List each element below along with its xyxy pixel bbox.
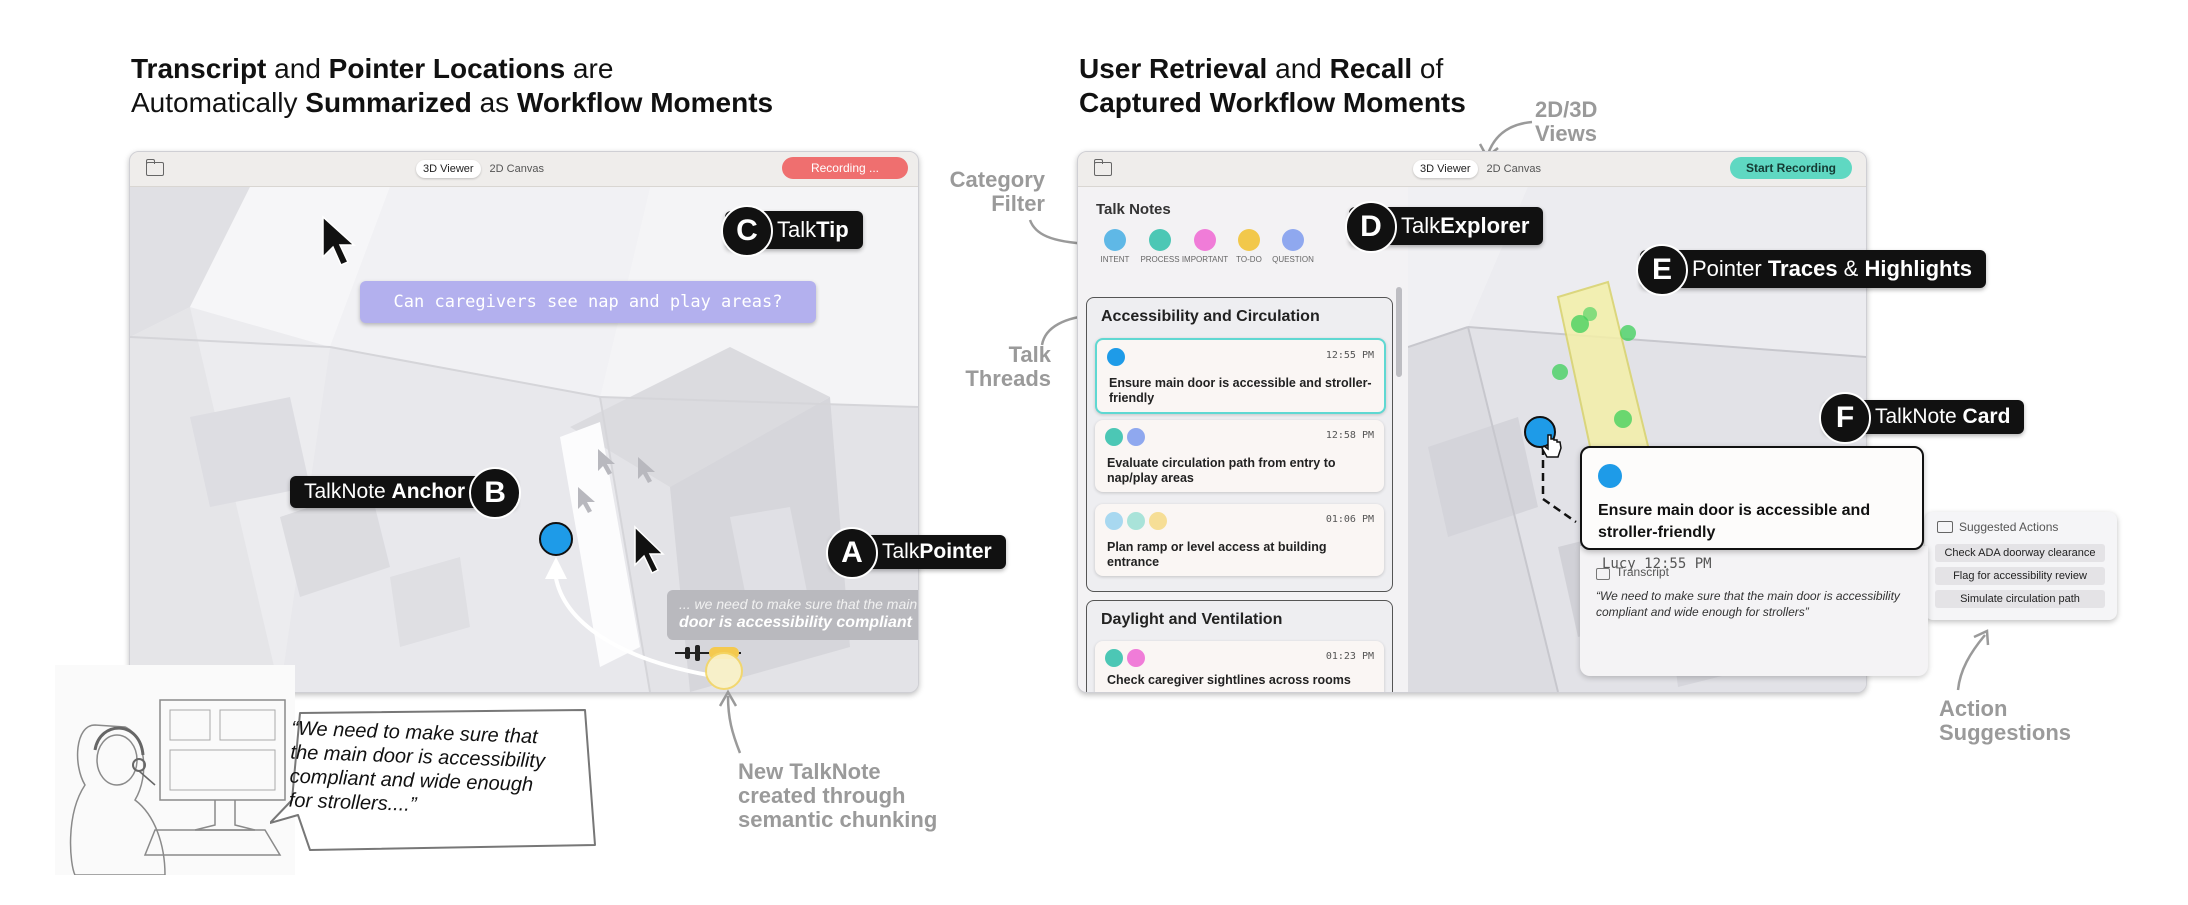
sidebar-title: Talk Notes xyxy=(1096,201,1171,218)
note-title: Ensure main door is accessible and strol… xyxy=(1109,376,1372,405)
label-talknote-anchor: TalkNote Anchor B xyxy=(290,467,522,519)
talknote-card[interactable]: Transcript “We need to make sure that th… xyxy=(1580,446,1928,676)
tab-2d-canvas[interactable]: 2D Canvas xyxy=(1486,163,1541,175)
label-pointer-traces: E Pointer Traces & Highlights xyxy=(1636,244,1987,296)
category-filter-annotation: Category Filter xyxy=(949,167,1045,216)
note-time: 12:55 PM xyxy=(1325,350,1374,361)
talknote-item[interactable]: 01:06 PM Plan ramp or level access at bu… xyxy=(1095,504,1384,576)
transcript-caption: ... we need to make sure that the main d… xyxy=(667,590,918,640)
category-important[interactable]: IMPORTANT xyxy=(1180,229,1230,264)
talknote-card-meta: Lucy 12:55 PM xyxy=(1602,556,1712,572)
label-b-badge: B xyxy=(469,467,522,519)
todo-icon xyxy=(1149,512,1167,530)
talknote-card-title: Ensure main door is accessible and strol… xyxy=(1598,502,1871,541)
caption-line-1: ... we need to make sure that the main xyxy=(679,596,918,612)
action-suggestions-annotation: Action Suggestions xyxy=(1939,696,2072,745)
right-toolbar: 3D Viewer 2D Canvas Start Recording xyxy=(1078,152,1866,187)
note-title: Evaluate circulation path from entry to … xyxy=(1107,456,1336,485)
label-talktip: C TalkTip xyxy=(721,205,863,257)
transcript-text: “We need to make sure that the main door… xyxy=(1596,589,1900,619)
tab-2d-canvas[interactable]: 2D Canvas xyxy=(489,163,544,175)
intent-icon xyxy=(1107,348,1125,366)
note-title: Plan ramp or level access at building en… xyxy=(1107,540,1327,569)
talknote-anchor-dot[interactable] xyxy=(539,522,573,556)
arrow-to-actions xyxy=(1956,629,1990,691)
label-talknote-card: F TalkNote Card xyxy=(1819,392,2025,444)
talk-thread-accessibility[interactable]: Accessibility and Circulation 12:55 PM E… xyxy=(1086,297,1393,592)
action-arrow-icon xyxy=(1937,521,1953,533)
process-icon xyxy=(1127,512,1145,530)
views-annotation: 2D/3D Views xyxy=(1535,97,1598,146)
transcript-section: Transcript “We need to make sure that th… xyxy=(1580,546,1928,676)
suggested-action-item[interactable]: Simulate circulation path xyxy=(1935,590,2105,608)
category-process[interactable]: PROCESS xyxy=(1135,229,1185,264)
process-icon xyxy=(1105,428,1123,446)
start-recording-button[interactable]: Start Recording xyxy=(1730,157,1852,179)
intent-icon xyxy=(1105,512,1123,530)
talk-threads-annotation: Talk Threads xyxy=(965,342,1051,391)
view-toggle: 3D Viewer 2D Canvas xyxy=(1413,160,1548,178)
suggested-action-item[interactable]: Check ADA doorway clearance xyxy=(1935,544,2105,562)
transcript-label: Transcript xyxy=(1616,565,1669,579)
recording-button[interactable]: Recording ... xyxy=(782,157,908,179)
category-intent[interactable]: INTENT xyxy=(1090,229,1140,264)
talktip-bubble: Can caregivers see nap and play areas? xyxy=(360,281,816,323)
suggested-actions-title: Suggested Actions xyxy=(1959,520,2059,534)
folder-icon[interactable] xyxy=(1094,159,1112,176)
talk-thread-daylight[interactable]: Daylight and Ventilation 01:23 PM Check … xyxy=(1086,600,1393,692)
category-todo[interactable]: TO-DO xyxy=(1224,229,1274,264)
transcript-icon xyxy=(1596,568,1610,580)
talkpointer-dot[interactable] xyxy=(705,652,743,690)
intent-icon xyxy=(1598,464,1622,488)
left-title: Transcript and Pointer Locations are Aut… xyxy=(131,53,774,118)
view-toggle: 3D Viewer 2D Canvas xyxy=(416,160,551,178)
category-question[interactable]: QUESTION xyxy=(1268,229,1318,264)
talknote-item[interactable]: 12:58 PM Evaluate circulation path from … xyxy=(1095,420,1384,492)
thread-title: Daylight and Ventilation xyxy=(1101,611,1283,628)
suggested-actions-panel: Suggested Actions Check ADA doorway clea… xyxy=(1925,512,2117,620)
label-e-badge: E xyxy=(1636,244,1688,296)
label-talkpointer: A TalkPointer xyxy=(826,527,1006,579)
left-toolbar: 3D Viewer 2D Canvas Recording ... xyxy=(130,152,918,187)
talknote-card-header: Ensure main door is accessible and strol… xyxy=(1580,446,1924,550)
note-time: 01:06 PM xyxy=(1325,514,1374,525)
talknote-item[interactable]: 12:55 PM Ensure main door is accessible … xyxy=(1095,338,1386,414)
label-talkexplorer: D TalkExplorer xyxy=(1345,201,1544,253)
important-icon xyxy=(1127,649,1145,667)
speech-bubble: “We need to make sure that the main door… xyxy=(270,705,600,855)
note-title: Check caregiver sightlines across rooms xyxy=(1107,673,1351,687)
tab-3d-viewer[interactable]: 3D Viewer xyxy=(1413,160,1478,178)
arrow-to-talkpointer xyxy=(718,689,742,754)
label-a-badge: A xyxy=(826,527,878,579)
thread-title: Accessibility and Circulation xyxy=(1101,308,1320,325)
talk-explorer-sidebar: Talk Notes INTENT PROCESS IMPORTANT TO-D… xyxy=(1078,187,1408,692)
3d-viewer-scene[interactable]: Can caregivers see nap and play areas? .… xyxy=(130,187,918,692)
suggested-action-item[interactable]: Flag for accessibility review xyxy=(1935,567,2105,585)
process-icon xyxy=(1105,649,1123,667)
right-title: User Retrieval and Recall of Captured Wo… xyxy=(1079,53,1466,118)
talknote-item[interactable]: 01:23 PM Check caregiver sightlines acro… xyxy=(1095,641,1384,692)
tab-3d-viewer[interactable]: 3D Viewer xyxy=(416,160,481,178)
label-c-badge: C xyxy=(721,205,773,257)
category-filter: INTENT PROCESS IMPORTANT TO-DO QUESTION xyxy=(1090,229,1350,269)
folder-icon[interactable] xyxy=(146,159,164,176)
caption-line-2: door is accessibility compliant xyxy=(679,614,912,631)
right-app-window: 3D Viewer 2D Canvas Start Recording xyxy=(1077,151,1867,693)
note-time: 12:58 PM xyxy=(1325,430,1374,441)
label-f-badge: F xyxy=(1819,392,1871,444)
label-d-badge: D xyxy=(1345,201,1397,253)
user-at-computer-sketch xyxy=(55,665,295,875)
new-talknote-annotation: New TalkNote created through semantic ch… xyxy=(738,759,938,832)
sidebar-scrollbar[interactable] xyxy=(1396,287,1402,377)
note-time: 01:23 PM xyxy=(1325,651,1374,662)
question-icon xyxy=(1127,428,1145,446)
